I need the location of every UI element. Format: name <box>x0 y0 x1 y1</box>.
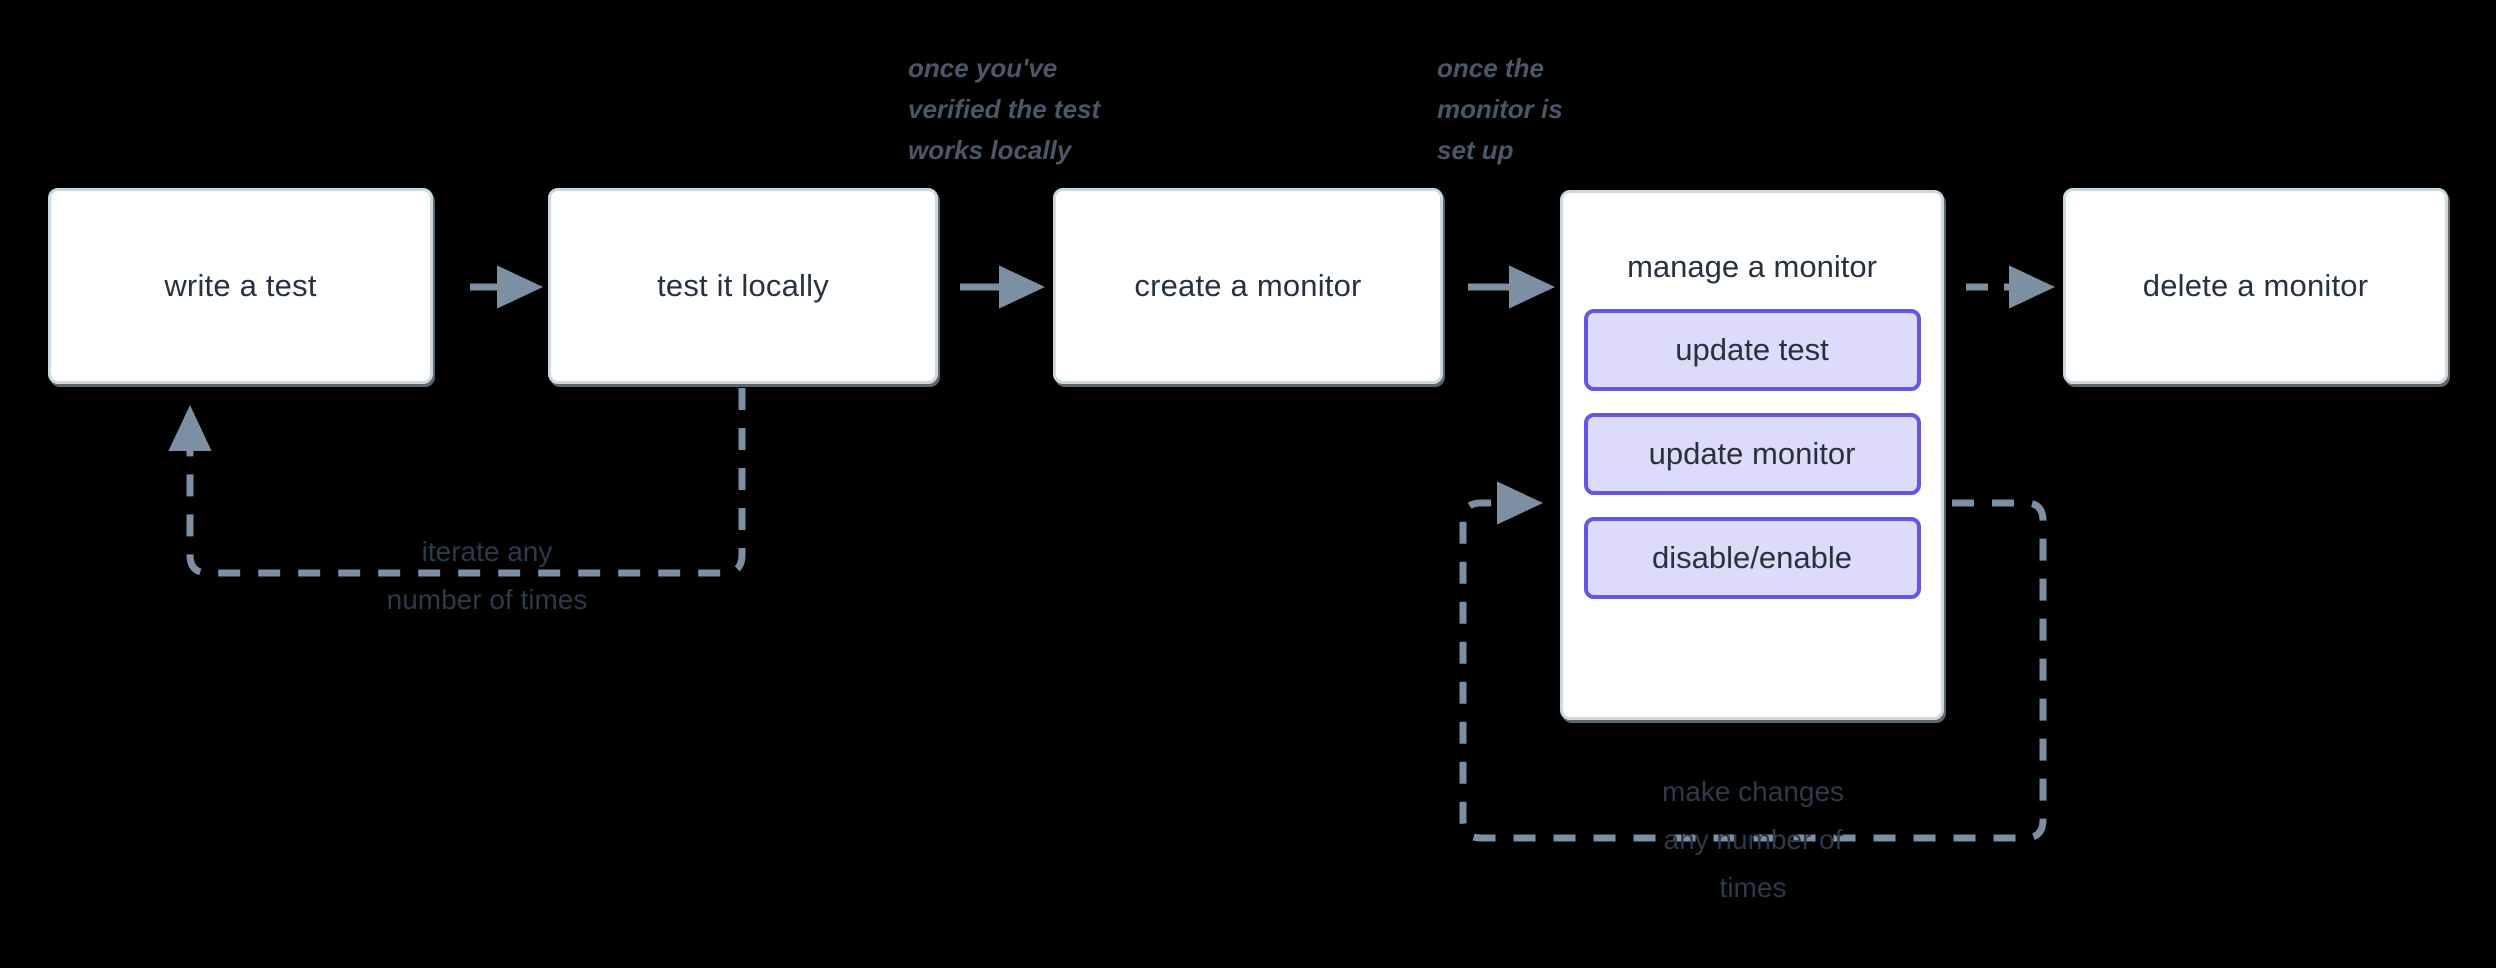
node-label: test it locally <box>657 268 829 303</box>
node-label: write a test <box>164 268 317 303</box>
node-manage-a-monitor[interactable]: manage a monitor update test update moni… <box>1560 190 1944 720</box>
group-title: manage a monitor <box>1627 249 1877 284</box>
node-write-a-test[interactable]: write a test <box>48 188 433 384</box>
node-label: create a monitor <box>1134 268 1362 303</box>
loop-label-make-changes: make changes any number of times <box>1661 776 1845 903</box>
sub-node-update-monitor[interactable]: update monitor <box>1583 413 1921 495</box>
sub-node-disable-enable[interactable]: disable/enable <box>1583 517 1921 599</box>
node-label: delete a monitor <box>2142 268 2369 303</box>
node-delete-a-monitor[interactable]: delete a monitor <box>2063 188 2448 384</box>
node-create-a-monitor[interactable]: create a monitor <box>1053 188 1443 384</box>
sub-node-label: update monitor <box>1648 436 1856 471</box>
node-test-it-locally[interactable]: test it locally <box>548 188 938 384</box>
sub-node-update-test[interactable]: update test <box>1583 309 1921 391</box>
loop-label-iterate: iterate any number of times <box>386 536 588 615</box>
annotation-monitor-set-up: once the monitor is set up <box>1437 53 1563 165</box>
sub-node-label: update test <box>1675 332 1829 367</box>
annotation-verified-test: once you've verified the test works loca… <box>908 53 1101 165</box>
sub-node-label: disable/enable <box>1652 540 1852 575</box>
